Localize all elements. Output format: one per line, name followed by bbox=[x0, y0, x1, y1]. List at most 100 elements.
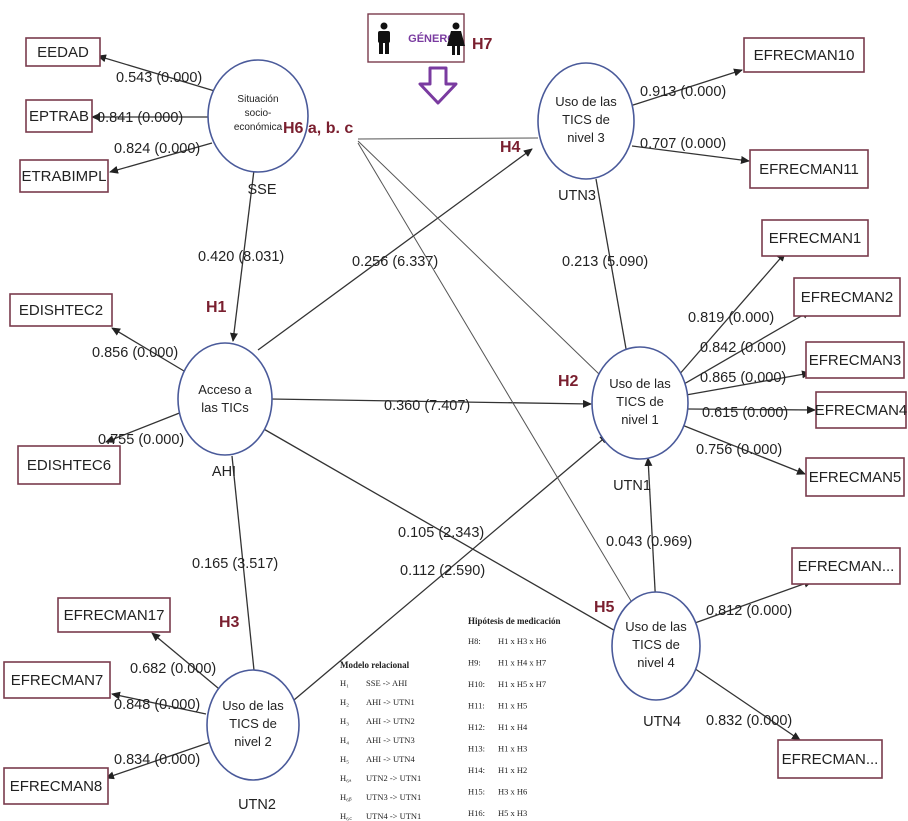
indicator-label: EFRECMAN... bbox=[798, 558, 895, 575]
indicator-label: EFRECMAN10 bbox=[754, 47, 855, 64]
mediation-row-relation: H1 x H3 x H6 bbox=[498, 636, 546, 646]
indicator-label: EFRECMAN2 bbox=[801, 289, 894, 306]
coef-utn4-utn1: 0.043 (0.969) bbox=[606, 534, 692, 550]
loading-efrecman1: 0.819 (0.000) bbox=[688, 310, 774, 326]
construct-code-label: UTN1 bbox=[613, 478, 651, 494]
indicator-box-efrecman8: EFRECMAN8 bbox=[3, 767, 109, 805]
mediation-row-hypothesis-id: H14: bbox=[468, 765, 485, 775]
construct-line: socio- bbox=[245, 108, 272, 119]
construct-ahi: Acceso a las TICs AHI bbox=[177, 342, 273, 480]
loading-values: 0.543 (0.000) 0.841 (0.000) 0.824 (0.000… bbox=[92, 70, 792, 768]
path-utn3-utn1 bbox=[595, 178, 631, 361]
arrow-utn1-efrecman4 bbox=[687, 405, 816, 414]
mediation-row-relation: H1 x H3 bbox=[498, 744, 527, 754]
indicator-label: EFRECMAN4 bbox=[815, 402, 908, 419]
relational-row-relation: AHI -> UTN1 bbox=[366, 697, 415, 707]
mediation-row-hypothesis-id: H12: bbox=[468, 722, 485, 732]
mediation-row-hypothesis-id: H13: bbox=[468, 744, 485, 754]
relational-row-relation: AHI -> UTN3 bbox=[366, 735, 415, 745]
mediation-title: Hipótesis de medicación bbox=[468, 616, 561, 626]
mediation-row-hypothesis-id: H15: bbox=[468, 787, 485, 797]
male-figure-icon bbox=[378, 22, 390, 54]
relational-row-relation: SSE -> AHI bbox=[366, 678, 407, 688]
gender-moderator: GÉNERO bbox=[367, 13, 465, 105]
construct-line: nivel 1 bbox=[621, 412, 659, 427]
moderation-down-arrow-icon bbox=[418, 66, 458, 105]
loading-efrecman10: 0.913 (0.000) bbox=[640, 84, 726, 100]
loading-efrecman-a: 0.812 (0.000) bbox=[706, 603, 792, 619]
indicator-label: EDISHTEC6 bbox=[27, 457, 111, 474]
construct-line: nivel 4 bbox=[637, 655, 675, 670]
construct-code-label: SSE bbox=[247, 182, 276, 198]
moderation-line-h6-utn1 bbox=[357, 140, 601, 376]
construct-line: TICS de bbox=[632, 637, 680, 652]
indicator-label: EEDAD bbox=[37, 44, 89, 61]
indicator-label: EFRECMAN... bbox=[782, 751, 879, 768]
relational-row-relation: AHI -> UTN2 bbox=[366, 716, 415, 726]
hypothesis-h4: H4 bbox=[500, 139, 521, 156]
indicator-box-edishtec2: EDISHTEC2 bbox=[9, 293, 113, 327]
path-coefficients: 0.420 (8.031) 0.256 (6.337) 0.213 (5.090… bbox=[192, 249, 692, 579]
mediation-row-relation: H1 x H2 bbox=[498, 765, 527, 775]
relational-row-hypothesis-id: H₆ₐ bbox=[340, 773, 352, 783]
coef-ahi-utn1: 0.360 (7.407) bbox=[384, 398, 470, 414]
coef-ahi-utn4: 0.105 (2.343) bbox=[398, 525, 484, 541]
indicator-label: EFRECMAN17 bbox=[64, 607, 165, 624]
loading-efrecman11: 0.707 (0.000) bbox=[640, 136, 726, 152]
path-utn2-utn1 bbox=[293, 434, 609, 701]
construct-sse: Situación socio- económica SSE bbox=[207, 59, 309, 198]
construct-code-label: AHI bbox=[212, 464, 236, 480]
construct-utn2: Uso de las TICS de nivel 2 UTN2 bbox=[206, 669, 300, 813]
moderation-line-h6-utn3 bbox=[357, 137, 539, 140]
construct-code-label: UTN4 bbox=[643, 714, 681, 730]
arrow-utn1-efrecman5 bbox=[681, 424, 806, 475]
coef-sse-ahi: 0.420 (8.031) bbox=[198, 249, 284, 265]
indicator-label: EDISHTEC2 bbox=[19, 302, 103, 319]
relational-row-relation: AHI -> UTN4 bbox=[366, 754, 415, 764]
indicator-box-efrecman4: EFRECMAN4 bbox=[815, 391, 908, 429]
construct-utn3: Uso de las TICS de nivel 3 UTN3 bbox=[537, 62, 635, 204]
relational-row-hypothesis-id: H₅ bbox=[340, 754, 349, 764]
indicator-label: EPTRAB bbox=[29, 108, 89, 125]
indicator-box-efrecman3: EFRECMAN3 bbox=[805, 341, 905, 379]
indicator-box-efrecman-a: EFRECMAN... bbox=[791, 547, 901, 585]
arrow-ahi-edishtec6 bbox=[105, 411, 183, 443]
indicator-box-etrabimpl: ETRABIMPL bbox=[19, 159, 109, 193]
mediation-row-relation: H5 x H3 bbox=[498, 808, 527, 818]
loading-edishtec6: 0.755 (0.000) bbox=[98, 432, 184, 448]
loading-efrecman17: 0.682 (0.000) bbox=[130, 661, 216, 677]
arrow-utn1-efrecman3 bbox=[685, 370, 811, 396]
relational-row-hypothesis-id: H₁ bbox=[340, 678, 349, 688]
construct-line: Uso de las bbox=[222, 698, 284, 713]
measurement-arrows bbox=[91, 54, 816, 780]
female-figure-icon bbox=[447, 22, 465, 55]
indicator-label: EFRECMAN5 bbox=[809, 469, 902, 486]
arrow-utn1-efrecman1 bbox=[677, 252, 786, 377]
arrow-utn2-efrecman8 bbox=[105, 741, 212, 780]
relational-row-hypothesis-id: H₆ᵦ bbox=[340, 792, 352, 802]
loading-efrecman8: 0.834 (0.000) bbox=[114, 752, 200, 768]
indicator-box-efrecman-b: EFRECMAN... bbox=[777, 739, 883, 779]
loading-eedad: 0.543 (0.000) bbox=[116, 70, 202, 86]
indicator-box-efrecman2: EFRECMAN2 bbox=[793, 277, 901, 317]
gender-label: GÉNERO bbox=[408, 32, 456, 45]
arrow-sse-eedad bbox=[97, 54, 219, 93]
arrow-utn3-efrecman11 bbox=[631, 145, 750, 164]
construct-line: Uso de las bbox=[609, 376, 671, 391]
indicator-label: EFRECMAN3 bbox=[809, 352, 902, 369]
arrow-ahi-edishtec2 bbox=[111, 327, 185, 372]
mediation-row-relation: H1 x H4 x H7 bbox=[498, 658, 546, 668]
mediation-row-hypothesis-id: H11: bbox=[468, 701, 485, 711]
construct-line: Uso de las bbox=[625, 619, 687, 634]
hypothesis-h6: H6 a, b. c bbox=[283, 120, 353, 137]
mediation-row-hypothesis-id: H16: bbox=[468, 808, 485, 818]
loading-eptrab: 0.841 (0.000) bbox=[97, 110, 183, 126]
hypothesis-h3: H3 bbox=[219, 614, 240, 631]
relational-row-relation: UTN3 -> UTN1 bbox=[366, 792, 421, 802]
loading-efrecman7: 0.848 (0.000) bbox=[114, 697, 200, 713]
hypothesis-h7: H7 bbox=[472, 36, 493, 53]
construct-line: TICS de bbox=[562, 112, 610, 127]
indicator-box-eptrab: EPTRAB bbox=[25, 99, 93, 133]
